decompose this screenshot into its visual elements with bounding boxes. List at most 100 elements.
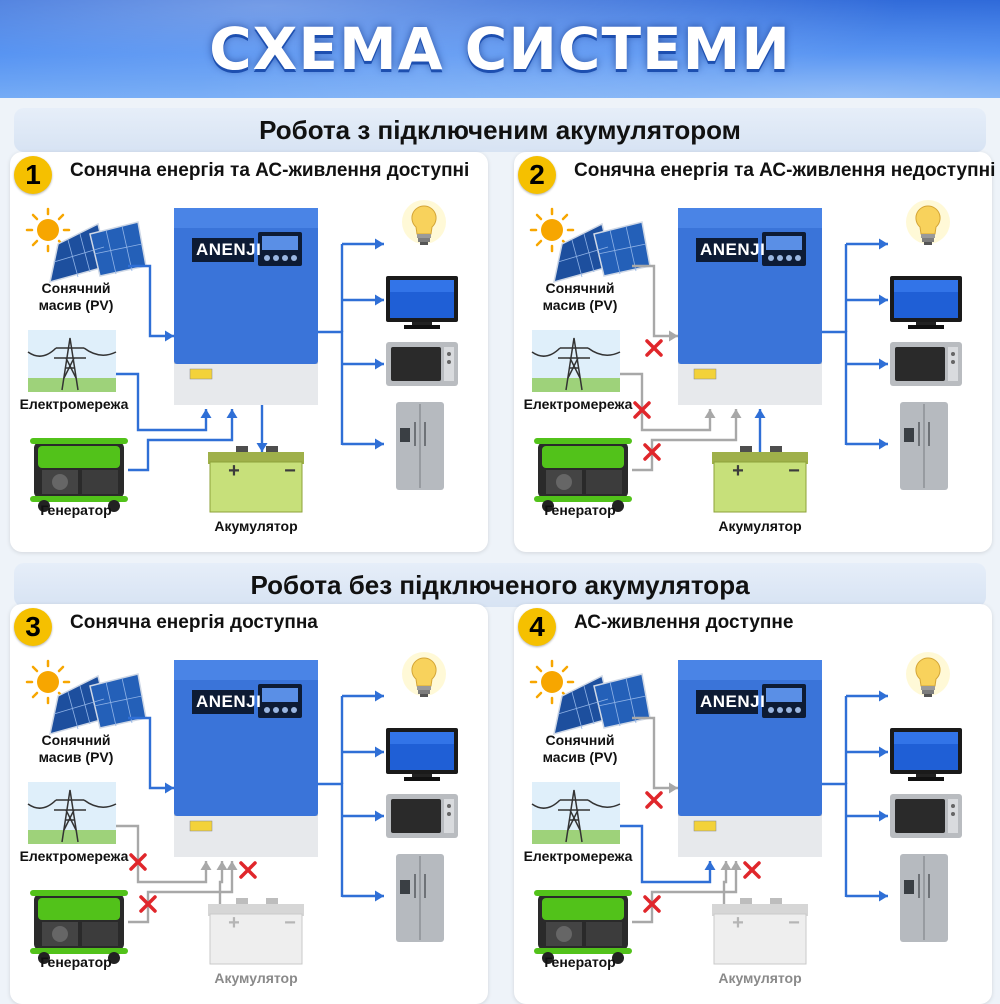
power-tower-icon: [531, 782, 621, 844]
output-bus: [318, 330, 344, 445]
battery-wire: [218, 861, 224, 904]
brand-logo-text: ANENJI: [196, 240, 262, 259]
generator-wire-arrowhead: [730, 861, 742, 870]
generator-disconnected-cross: [643, 443, 661, 461]
generator-wire-arrowhead: [226, 409, 238, 418]
load-wire-lightbulb-arrowhead: [879, 238, 888, 250]
generator-label: Генератор: [40, 502, 112, 518]
battery-icon: [208, 898, 304, 965]
battery-plus-sign: +: [732, 912, 744, 934]
tv-icon: [890, 728, 962, 781]
generator-icon: [30, 890, 128, 964]
lightbulb-icon: [402, 200, 446, 245]
case-diagram: [25, 200, 458, 513]
tv-icon: [890, 276, 962, 329]
pv-wire: [128, 264, 174, 338]
case-number-badge: 2: [518, 156, 556, 194]
battery-minus-sign: −: [284, 460, 296, 482]
battery-disconnected-cross: [239, 861, 257, 879]
battery-minus-sign: −: [788, 912, 800, 934]
microwave-icon: [890, 794, 962, 838]
generator-label: Генератор: [544, 954, 616, 970]
load-wire-refrigerator-arrowhead: [375, 890, 384, 902]
case-title: Сонячна енергія доступна: [70, 612, 318, 633]
battery-disconnected-cross: [743, 861, 761, 879]
refrigerator-icon: [900, 854, 948, 942]
power-tower-icon: [27, 330, 117, 392]
battery-icon: [712, 898, 808, 965]
grid-wire-arrowhead: [704, 409, 716, 418]
refrigerator-icon: [396, 402, 444, 490]
battery-plus-sign: +: [732, 460, 744, 482]
case-number-badge: 1: [14, 156, 52, 194]
battery-label: Акумулятор: [718, 970, 802, 986]
generator-wire: [632, 409, 738, 472]
generator-icon: [534, 890, 632, 964]
pv-wire: [632, 264, 678, 338]
battery-label: Акумулятор: [214, 518, 298, 534]
grid-label: Електромережа: [19, 848, 129, 864]
battery-icon: [712, 446, 808, 513]
generator-disconnected-cross: [643, 895, 661, 913]
inverter-device: [678, 660, 822, 857]
battery-label: Акумулятор: [718, 518, 802, 534]
pv-wire-arrowhead: [165, 330, 174, 342]
grid-wire-arrowhead: [704, 861, 716, 870]
load-wire-microwave-arrowhead: [375, 810, 384, 822]
battery-plus-sign: +: [228, 460, 240, 482]
case-panel-3: 3 Сонячна енергія доступна ANENJI Сонячн…: [10, 604, 488, 1004]
crosses: [643, 791, 761, 913]
case-diagram: [25, 652, 458, 965]
header-banner: СХЕМА СИСТЕМИ: [0, 0, 1000, 98]
load-wire-tv-arrowhead: [375, 294, 384, 306]
generator-icon: [30, 438, 128, 512]
generator-label: Генератор: [40, 954, 112, 970]
generator-wire-arrowhead: [730, 409, 742, 418]
generator-icon: [534, 438, 632, 512]
case-title: Сонячна енергія та АС-живлення недоступн…: [574, 160, 996, 181]
generator-label: Генератор: [544, 502, 616, 518]
battery-wire-arrowhead: [256, 443, 268, 452]
load-wire-tv-arrowhead: [375, 746, 384, 758]
lightbulb-icon: [906, 652, 950, 697]
battery-wire-arrowhead: [216, 861, 228, 870]
battery-label: Акумулятор: [214, 970, 298, 986]
battery-minus-sign: −: [284, 912, 296, 934]
grid-label: Електромережа: [19, 396, 129, 412]
grid-wire: [116, 824, 208, 884]
generator-wire: [128, 409, 234, 472]
inverter-device: [678, 208, 822, 405]
grid-disconnected-cross: [633, 401, 651, 419]
pv-disconnected-cross: [645, 339, 663, 357]
battery-minus-sign: −: [788, 460, 800, 482]
case-panel-1: 1 Сонячна енергія та АС-живлення доступн…: [10, 152, 488, 552]
load-wire-lightbulb-arrowhead: [375, 690, 384, 702]
brand-logo-text: ANENJI: [700, 240, 766, 259]
grid-label: Електромережа: [523, 396, 633, 412]
inverter-device: [174, 660, 318, 857]
crosses: [129, 853, 257, 913]
grid-wire: [620, 824, 712, 884]
grid-wire: [116, 372, 208, 432]
page-title: СХЕМА СИСТЕМИ: [209, 15, 791, 83]
power-tower-icon: [27, 782, 117, 844]
lightbulb-icon: [906, 200, 950, 245]
flows: [116, 238, 384, 472]
pv-wire: [128, 716, 174, 790]
load-wire-refrigerator-arrowhead: [879, 890, 888, 902]
grid-disconnected-cross: [129, 853, 147, 871]
microwave-icon: [386, 342, 458, 386]
load-wire-lightbulb-arrowhead: [375, 238, 384, 250]
tv-icon: [386, 276, 458, 329]
solar-panel-icon: [25, 659, 147, 736]
battery-wire-arrowhead: [754, 409, 766, 418]
refrigerator-icon: [396, 854, 444, 942]
generator-disconnected-cross: [139, 895, 157, 913]
battery-plus-sign: +: [228, 912, 240, 934]
section-title-without-battery: Робота без підключеного акумулятора: [14, 563, 986, 607]
power-tower-icon: [531, 330, 621, 392]
load-wire-microwave-arrowhead: [879, 358, 888, 370]
